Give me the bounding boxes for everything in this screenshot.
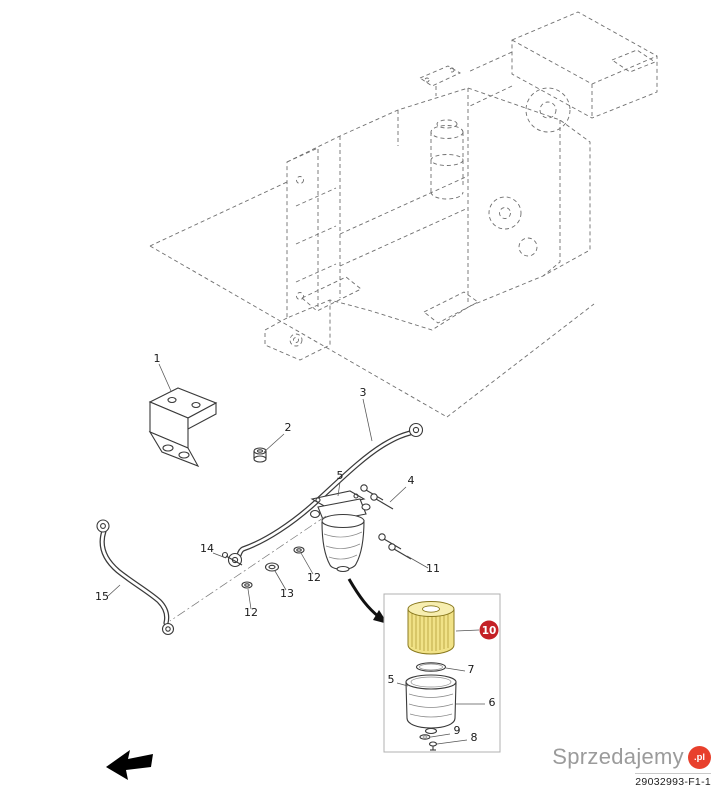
callout-label: 5 xyxy=(337,469,344,482)
callout-label: 15 xyxy=(95,590,109,603)
watermark: Sprzedajemy .pl xyxy=(552,744,711,770)
callout-label: 5 xyxy=(388,673,395,686)
part-hose xyxy=(96,519,175,636)
part-bolts-lower xyxy=(378,533,412,560)
part-bracket xyxy=(148,387,218,468)
callout-label: 8 xyxy=(471,731,478,744)
part-washers xyxy=(241,546,305,589)
watermark-tld-badge: .pl xyxy=(688,745,711,769)
callout-label: 13 xyxy=(280,587,294,600)
callout-label: 3 xyxy=(360,386,367,399)
detail-arrow-icon xyxy=(347,578,388,624)
callout-label: 14 xyxy=(200,542,214,555)
ghost-housing xyxy=(264,11,658,361)
callout-label: 1 xyxy=(154,352,161,365)
callout-label: 2 xyxy=(285,421,292,434)
callout-label: 12 xyxy=(244,606,258,619)
inset-detail-box xyxy=(383,593,501,753)
callout-badge-label: 10 xyxy=(482,625,497,637)
assembly-axis xyxy=(169,515,327,622)
callout-label: 6 xyxy=(489,696,496,709)
part-oring xyxy=(415,662,447,672)
part-filter-assembly xyxy=(309,490,371,573)
projection-lines xyxy=(149,181,595,418)
direction-arrow-icon xyxy=(106,750,153,780)
leader-lines xyxy=(107,363,485,745)
callout-label: 7 xyxy=(468,663,475,676)
callout-badge-10: 10 xyxy=(479,620,499,640)
callout-labels: 1 2 3 4 5 11 14 12 13 12 15 7 5 6 9 8 xyxy=(95,352,496,744)
callout-label: 9 xyxy=(454,724,461,737)
part-filter-bowl xyxy=(405,674,457,735)
part-stud xyxy=(221,551,243,566)
footer: Sprzedajemy .pl 29032993-F1-1 xyxy=(552,744,711,788)
watermark-brand: Sprzedajemy xyxy=(552,744,684,769)
part-fitting xyxy=(253,447,267,463)
part-filter-element xyxy=(407,601,455,655)
callout-label: 11 xyxy=(426,562,440,575)
filter-pleats xyxy=(411,611,449,651)
part-seal-washer xyxy=(419,734,431,740)
part-bolts-upper xyxy=(360,484,394,510)
drawing-number: 29032993-F1-1 xyxy=(635,773,711,788)
callout-label: 4 xyxy=(408,474,415,487)
part-drain-plug xyxy=(428,741,438,751)
callout-label: 12 xyxy=(307,571,321,584)
